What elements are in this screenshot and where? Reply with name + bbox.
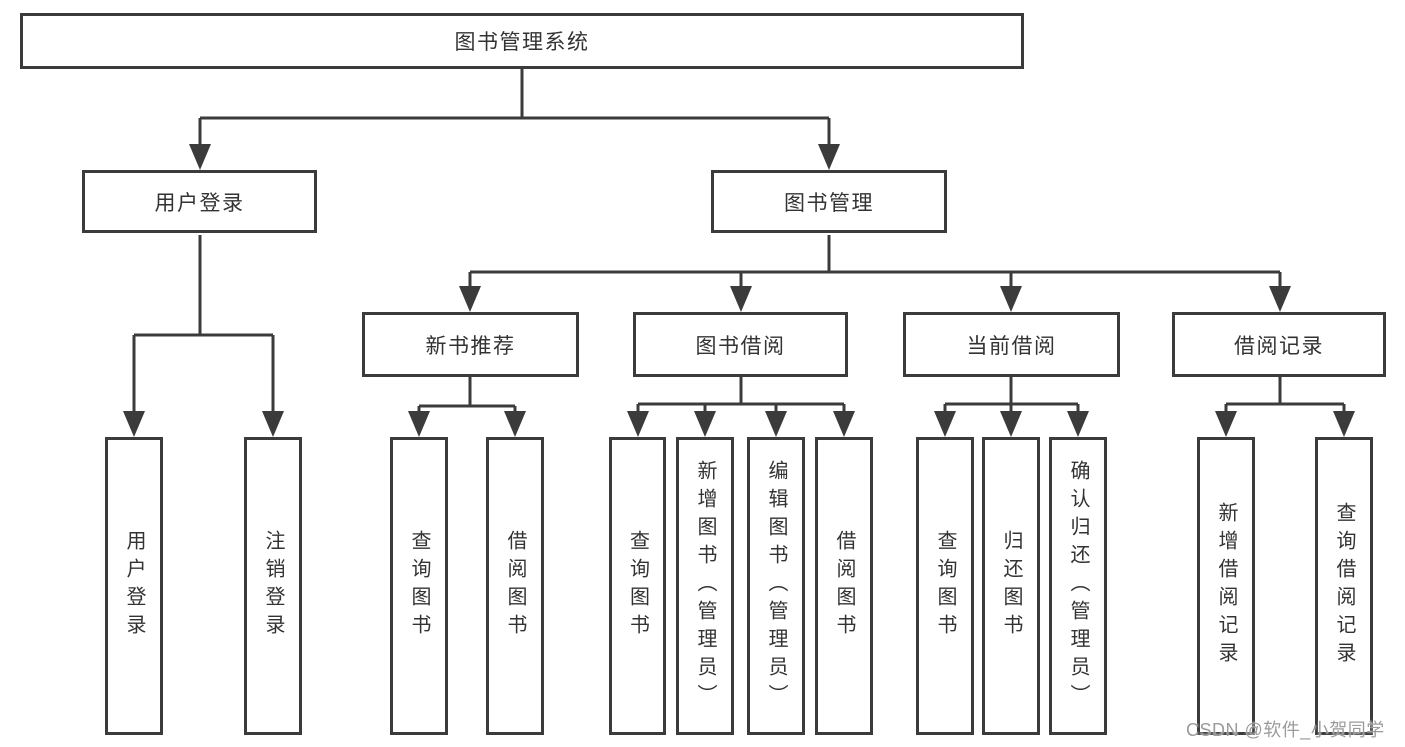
- node-book-borrow-label: 图书借阅: [695, 334, 786, 358]
- node-new-book-recommend: 新书推荐: [362, 312, 579, 377]
- csdn-watermark: CSDN @软件_小贺同学: [1186, 720, 1385, 740]
- node-current-borrow: 当前借阅: [903, 312, 1120, 377]
- leaf-newbook-borrow-book-label: 借阅图书: [504, 530, 526, 642]
- node-borrow-records-label: 借阅记录: [1234, 334, 1324, 358]
- leaf-current-return-book: 归还图书: [982, 437, 1040, 735]
- leaf-borrow-query-book-label: 查询图书: [626, 530, 649, 642]
- node-user-login-label: 用户登录: [154, 191, 245, 215]
- leaf-record-query-borrow-record-label: 查询借阅记录: [1333, 502, 1355, 670]
- leaf-borrow-add-book-admin: 新增图书（管理员）: [676, 437, 734, 735]
- leaf-borrow-query-book: 查询图书: [609, 437, 666, 735]
- leaf-borrow-edit-book-admin-label: 编辑图书（管理员）: [765, 460, 787, 712]
- node-root-system: 图书管理系统: [20, 13, 1024, 69]
- node-book-management-label: 图书管理: [784, 191, 874, 215]
- leaf-borrow-borrow-book: 借阅图书: [815, 437, 873, 735]
- leaf-current-query-book-label: 查询图书: [934, 530, 956, 642]
- leaf-record-add-borrow-record: 新增借阅记录: [1197, 437, 1255, 735]
- node-root-label: 图书管理系统: [454, 31, 590, 54]
- leaf-newbook-borrow-book: 借阅图书: [486, 437, 544, 735]
- leaf-record-query-borrow-record: 查询借阅记录: [1315, 437, 1373, 735]
- leaf-newbook-query-book: 查询图书: [390, 437, 448, 735]
- node-current-borrow-label: 当前借阅: [966, 334, 1057, 358]
- leaf-logout: 注销登录: [244, 437, 302, 735]
- leaf-user-login-label: 用户登录: [123, 530, 145, 642]
- leaf-newbook-query-book-label: 查询图书: [408, 530, 430, 642]
- node-borrow-records: 借阅记录: [1172, 312, 1386, 377]
- node-new-book-recommend-label: 新书推荐: [425, 334, 516, 358]
- leaf-logout-label: 注销登录: [262, 530, 284, 642]
- leaf-current-return-book-label: 归还图书: [1000, 530, 1022, 642]
- leaf-current-confirm-return-admin-label: 确认归还（管理员）: [1067, 460, 1089, 712]
- leaf-current-confirm-return-admin: 确认归还（管理员）: [1049, 437, 1107, 735]
- leaf-borrow-edit-book-admin: 编辑图书（管理员）: [747, 437, 805, 735]
- leaf-borrow-borrow-book-label: 借阅图书: [833, 530, 855, 642]
- node-book-management: 图书管理: [711, 170, 947, 233]
- leaf-record-add-borrow-record-label: 新增借阅记录: [1215, 502, 1237, 670]
- leaf-user-login: 用户登录: [105, 437, 163, 735]
- node-user-login: 用户登录: [82, 170, 317, 233]
- leaf-current-query-book: 查询图书: [916, 437, 974, 735]
- leaf-borrow-add-book-admin-label: 新增图书（管理员）: [694, 460, 716, 712]
- node-book-borrow: 图书借阅: [633, 312, 848, 377]
